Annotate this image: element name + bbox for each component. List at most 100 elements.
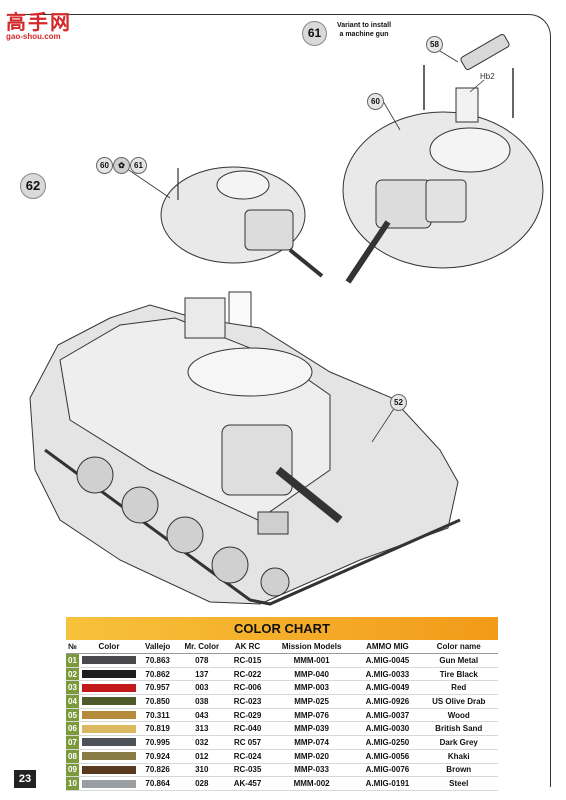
color-swatch (82, 765, 136, 774)
watermark-logo: 高手网 gao-shou.com (4, 6, 76, 46)
header-ammo-mig: AMMO MIG (355, 640, 420, 654)
row-number: 10 (66, 776, 79, 791)
cell-name: Dark Grey (419, 735, 498, 750)
header-mission-models: Mission Models (267, 640, 356, 654)
cell-name: Wood (419, 708, 498, 723)
step-61-badge: 61 (302, 21, 327, 46)
cell-mr: 028 (176, 776, 228, 791)
cell-mission: MMM-002 (267, 776, 356, 791)
cell-ak: RC-015 (227, 653, 268, 668)
cell-vallejo: 70.863 (139, 653, 177, 668)
cell-vallejo: 70.819 (139, 721, 177, 737)
cell-vallejo: 70.864 (139, 776, 177, 791)
cell-name: British Sand (419, 721, 498, 737)
color-swatch-cell (79, 735, 139, 750)
hull-gun-mount (221, 424, 293, 496)
page-frame (14, 14, 551, 787)
header-no: № (66, 640, 79, 654)
header-vallejo: Vallejo (139, 640, 177, 654)
cell-ammo: A.MIG-0030 (355, 721, 420, 737)
color-swatch (82, 670, 136, 679)
header-color: Color (79, 640, 139, 654)
row-number: 05 (66, 708, 79, 723)
turret-large-mantlet (375, 179, 432, 229)
cell-ak: RC-006 (227, 680, 268, 696)
label-hb2: Hb2 (480, 72, 495, 81)
callout-58: 58 (426, 36, 443, 53)
page-number: 23 (14, 770, 36, 788)
cell-ammo: A.MIG-0191 (355, 776, 420, 791)
row-number: 06 (66, 721, 79, 737)
row-number: 03 (66, 680, 79, 696)
cell-mr: 078 (176, 653, 228, 668)
color-swatch (82, 683, 136, 692)
cell-ak: RC-022 (227, 667, 268, 682)
cell-vallejo: 70.957 (139, 680, 177, 696)
row-number: 01 (66, 653, 79, 668)
cell-mission: MMP-039 (267, 721, 356, 737)
cell-name: Brown (419, 763, 498, 778)
cell-ak: RC-035 (227, 763, 268, 778)
cell-mission: MMP-003 (267, 680, 356, 696)
rear-bin (184, 297, 226, 339)
header-ak-rc: AK RC (227, 640, 268, 654)
header-color-name: Color name (419, 640, 498, 654)
color-swatch-cell (79, 653, 139, 668)
cell-ak: RC-023 (227, 694, 268, 709)
cell-vallejo: 70.862 (139, 667, 177, 682)
cell-ammo: A.MIG-0056 (355, 749, 420, 764)
turret-small-gun (288, 248, 324, 278)
cell-mission: MMP-033 (267, 763, 356, 778)
cell-vallejo: 70.924 (139, 749, 177, 764)
color-swatch (82, 697, 136, 706)
cell-ak: RC-029 (227, 708, 268, 723)
row-number: 08 (66, 749, 79, 764)
color-swatch-cell (79, 721, 139, 737)
color-swatch (82, 656, 136, 665)
callout-52: 52 (390, 394, 407, 411)
row-number: 04 (66, 694, 79, 709)
variant-note: Variant to install a machine gun (334, 21, 394, 39)
hull-turret-ring (187, 347, 313, 397)
cell-vallejo: 70.826 (139, 763, 177, 778)
callout-61-left: 61 (130, 157, 147, 174)
cell-vallejo: 70.311 (139, 708, 177, 723)
callout-60-right: 60 (367, 93, 384, 110)
color-swatch-cell (79, 749, 139, 764)
color-chart-table: № Color Vallejo Mr. Color AK RC Mission … (66, 640, 498, 791)
cell-mission: MMM-001 (267, 653, 356, 668)
cell-vallejo: 70.995 (139, 735, 177, 750)
color-swatch-cell (79, 680, 139, 696)
color-swatch (82, 738, 136, 747)
track-run (44, 448, 461, 606)
cell-mission: MMP-076 (267, 708, 356, 723)
row-number: 07 (66, 735, 79, 750)
cell-mr: 032 (176, 735, 228, 750)
cell-name: Steel (419, 776, 498, 791)
cell-name: Red (419, 680, 498, 696)
color-swatch (82, 779, 136, 788)
cell-vallejo: 70.850 (139, 694, 177, 709)
color-swatch-cell (79, 776, 139, 791)
color-swatch (82, 711, 136, 720)
cell-ak: AK-457 (227, 776, 268, 791)
cell-mr: 310 (176, 763, 228, 778)
cell-mission: MMP-074 (267, 735, 356, 750)
color-swatch (82, 752, 136, 761)
cell-ak: RC-040 (227, 721, 268, 737)
row-number: 02 (66, 667, 79, 682)
cell-mr: 012 (176, 749, 228, 764)
cell-mr: 043 (176, 708, 228, 723)
road-wheels (76, 456, 290, 597)
machine-gun (460, 34, 510, 70)
variant-note-line1: Variant to install (336, 22, 392, 29)
cell-ammo: A.MIG-0045 (355, 653, 420, 668)
